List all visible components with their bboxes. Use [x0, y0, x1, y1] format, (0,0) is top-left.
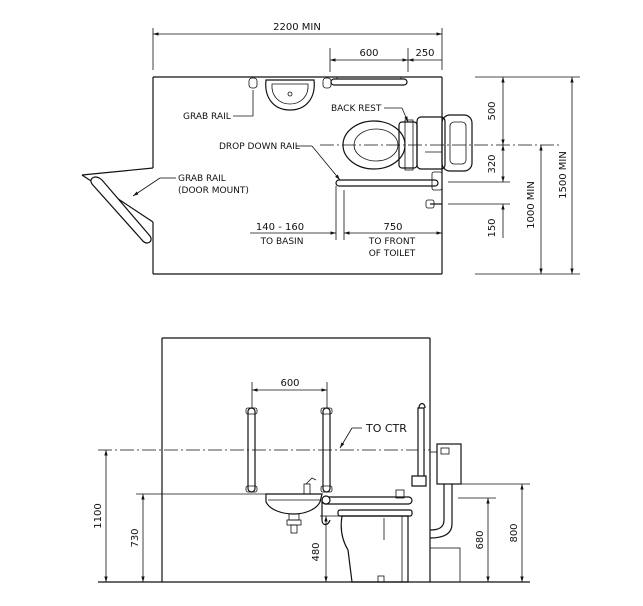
dim-toilet-zone-text: 600 — [359, 48, 378, 59]
dim-overall-width-text: 2200 MIN — [273, 22, 321, 33]
dim-680-text: 680 — [475, 530, 486, 549]
elevation-left-dims: 1100 730 — [93, 450, 270, 582]
plan-drop-down-rail — [335, 171, 443, 209]
dim-1100-text: 1100 — [93, 503, 104, 528]
elevation-toilet — [337, 509, 461, 583]
dim-toilet-front-note-1: TO FRONT — [368, 237, 416, 247]
dim-toilet-front-text: 750 — [383, 222, 402, 233]
label-drop-down-rail: DROP DOWN RAIL — [219, 142, 300, 152]
dim-730-text: 730 — [130, 528, 141, 547]
dim-toilet-offset-text: 250 — [415, 48, 434, 59]
elevation-l-grab-rail — [411, 402, 427, 487]
plan-right-dims: 500 320 150 1000 MIN 1500 MIN — [448, 76, 580, 275]
plan-view: 2200 MIN 600 250 — [81, 22, 580, 275]
elevation-right-dims: 680 800 — [458, 483, 530, 582]
dim-toilet-zone: 600 250 — [329, 48, 442, 72]
dim-rail-spacing-text: 600 — [280, 378, 299, 389]
dim-480-text: 480 — [311, 542, 322, 561]
elevation-drop-down-rail — [321, 489, 413, 526]
label-to-ctr: TO CTR — [365, 422, 407, 435]
label-door-rail-1: GRAB RAIL — [178, 174, 226, 184]
dim-depth-1500-text: 1500 MIN — [558, 151, 569, 199]
label-to-ctr-group: TO CTR — [339, 422, 407, 449]
dim-rail-offset-text: 320 — [487, 154, 498, 173]
elevation-view: 600 TO CTR — [93, 337, 530, 583]
dim-overall-width: 2200 MIN — [152, 22, 443, 70]
dim-toilet-front-note-2: OF TOILET — [369, 249, 416, 259]
label-back-rest: BACK REST — [331, 104, 382, 114]
dim-rail-low-text: 150 — [487, 218, 498, 237]
elevation-dim-480: 480 — [311, 515, 340, 582]
dim-800-text: 800 — [509, 523, 520, 542]
elevation-cistern — [429, 443, 462, 539]
label-door-rail-2: (DOOR MOUNT) — [178, 186, 249, 196]
plan-toilet — [342, 114, 473, 172]
dim-basin-gap-text: 140 - 160 — [256, 222, 304, 233]
dim-basin-gap-note: TO BASIN — [260, 237, 304, 247]
dim-rail-spacing: 600 — [251, 378, 328, 408]
dim-backrest-text: 500 — [487, 101, 498, 120]
plan-basin — [248, 77, 332, 111]
plan-bottom-dims: 140 - 160 TO BASIN 750 TO FRONT OF TOILE… — [250, 186, 443, 259]
label-grab-rail: GRAB RAIL — [183, 112, 231, 122]
plan-labels: GRAB RAIL BACK REST DROP DOWN RAIL GRAB … — [132, 90, 409, 197]
plan-wall-grab-rail — [330, 77, 408, 86]
plan-door — [81, 167, 154, 244]
dim-depth-1000-text: 1000 MIN — [526, 181, 537, 229]
elevation-basin — [265, 477, 323, 534]
